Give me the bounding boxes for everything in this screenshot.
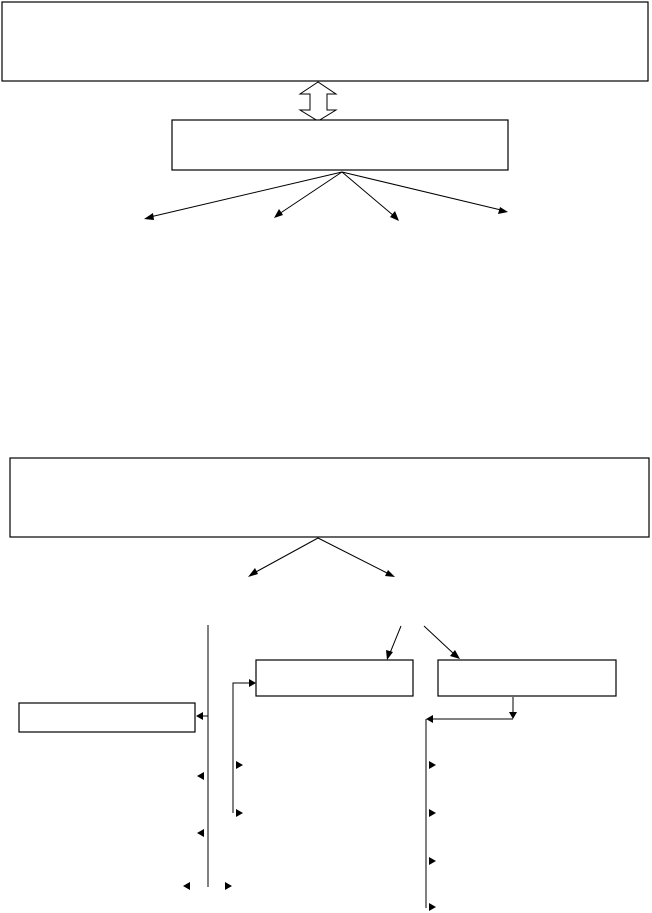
fanout-arrowhead-2 bbox=[274, 209, 283, 218]
right-box-down-arrowhead bbox=[509, 712, 517, 719]
right-tree-arrowhead-3 bbox=[429, 857, 436, 865]
fanout-arrowhead-3 bbox=[390, 211, 399, 221]
arrowhead-to-middle-box bbox=[386, 650, 393, 660]
top-fanout-arrows bbox=[144, 171, 508, 221]
bidirectional-hollow-arrow bbox=[298, 81, 338, 122]
fanout-arrowhead-1 bbox=[144, 213, 154, 220]
spine-left-arrowhead-2 bbox=[197, 829, 204, 837]
spine-output-arrows bbox=[183, 761, 243, 890]
top-secondary-box bbox=[171, 119, 509, 171]
right-tree-horizontal-arrowhead bbox=[426, 715, 433, 723]
arrow-to-right-box bbox=[423, 625, 455, 655]
spine-right-arrowhead-2 bbox=[236, 809, 243, 817]
inner-bracket-arrowhead bbox=[249, 679, 256, 687]
spine-right-arrowhead-3 bbox=[225, 882, 232, 890]
right-tree-arrowhead-2 bbox=[429, 809, 436, 817]
bottom-main-box bbox=[9, 457, 650, 538]
left-box bbox=[18, 702, 196, 733]
spine-right-arrowhead-1 bbox=[236, 761, 243, 769]
split-arrow-left bbox=[253, 537, 319, 574]
split-arrowhead-right bbox=[385, 570, 395, 577]
spine-left-arrowhead-1 bbox=[197, 772, 204, 780]
right-tree-arrowhead-1 bbox=[429, 761, 436, 769]
right-tree-arrowhead-4 bbox=[429, 903, 436, 911]
fanout-arrow-1 bbox=[149, 171, 343, 218]
split-arrowhead-left bbox=[248, 568, 258, 577]
right-tree-output-arrows bbox=[429, 761, 436, 911]
fanout-arrow-2 bbox=[278, 171, 343, 215]
spine-to-left-box-arrowhead bbox=[196, 712, 203, 720]
inner-bracket-line bbox=[232, 682, 250, 813]
fanout-arrow-4 bbox=[341, 171, 502, 211]
middle-box bbox=[255, 659, 414, 697]
right-box bbox=[437, 659, 617, 697]
fanout-arrowhead-4 bbox=[498, 207, 508, 214]
top-main-box bbox=[1, 1, 649, 82]
spine-left-arrowhead-3 bbox=[183, 882, 190, 890]
fanout-arrow-3 bbox=[341, 171, 395, 217]
split-arrow-right bbox=[317, 537, 390, 575]
arrow-to-middle-box bbox=[389, 625, 402, 654]
bottom-split-arrows bbox=[248, 537, 395, 577]
arrowhead-to-right-box bbox=[450, 650, 460, 659]
